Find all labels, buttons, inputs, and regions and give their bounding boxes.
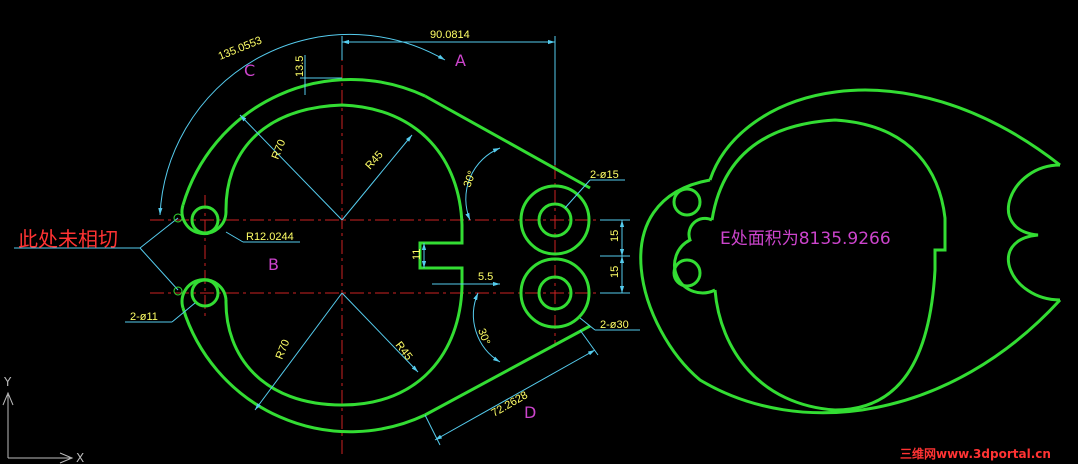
dim-r70-bot: R70 bbox=[274, 338, 293, 361]
dimension-lines bbox=[14, 33, 640, 446]
left-part-profile bbox=[180, 78, 591, 434]
label-b: B bbox=[268, 255, 279, 274]
dim-r45-top: R45 bbox=[363, 149, 385, 172]
ucs-icon bbox=[2, 391, 74, 464]
dim-15-a: 15 bbox=[609, 230, 621, 242]
dim-2-phi11: 2-ø11 bbox=[130, 311, 158, 323]
area-annotation: E处面积为8135.9266 bbox=[720, 229, 891, 249]
dim-2-phi30: 2-ø30 bbox=[600, 319, 629, 331]
dim-90: 90.0814 bbox=[430, 29, 470, 41]
dim-r45-bot: R45 bbox=[393, 339, 415, 362]
axis-y-label: Y bbox=[3, 375, 12, 389]
dim-r70-top: R70 bbox=[270, 138, 289, 161]
dim-11: 11 bbox=[411, 249, 423, 260]
label-c: C bbox=[244, 61, 255, 80]
dim-15-b: 15 bbox=[609, 266, 621, 278]
label-a: A bbox=[455, 51, 466, 70]
label-d: D bbox=[524, 403, 536, 422]
dim-30-bot: 30° bbox=[475, 327, 492, 347]
dim-r12: R12.0244 bbox=[246, 231, 294, 243]
axis-x-label: X bbox=[76, 451, 84, 464]
dim-5-5: 5.5 bbox=[478, 271, 493, 283]
centerlines bbox=[150, 40, 625, 455]
dim-30-top: 30° bbox=[462, 169, 479, 189]
watermark: 三维网www.3dportal.cn bbox=[900, 446, 1051, 461]
right-part-profile bbox=[639, 88, 1062, 415]
note-not-tangent: 此处未相切 bbox=[18, 227, 118, 251]
dim-13-5: 13.5 bbox=[294, 56, 306, 77]
dim-2-phi15: 2-ø15 bbox=[590, 169, 619, 181]
